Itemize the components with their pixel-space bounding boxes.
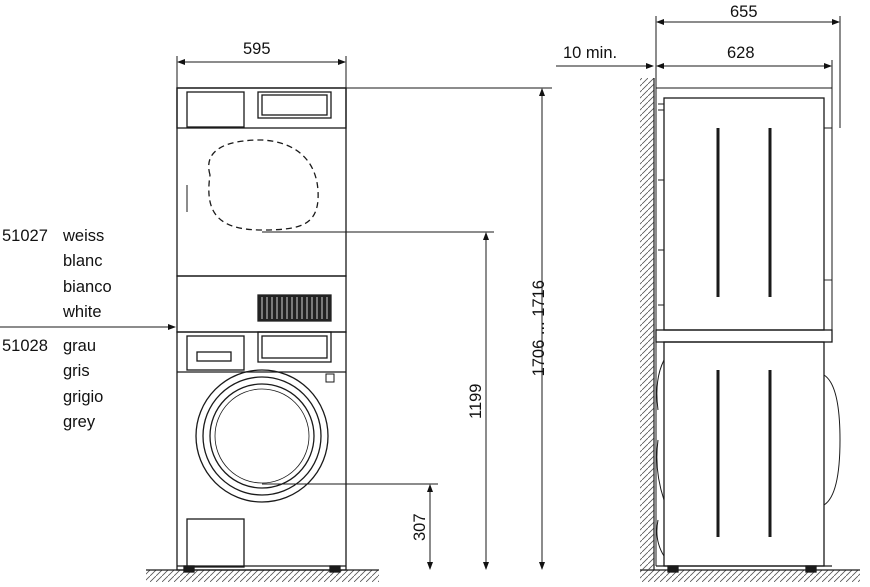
front-view — [176, 87, 347, 573]
total-depth-dimension-label: 655 — [730, 3, 758, 21]
dryer-body — [176, 87, 347, 277]
side-view — [655, 87, 841, 573]
front-dimension-lines — [0, 56, 552, 570]
dryer-side — [663, 97, 825, 331]
variant-name-grau: grau — [63, 337, 97, 355]
floor-left — [146, 569, 379, 582]
variant-code-grey: 51028 — [2, 337, 48, 355]
variant-name-weiss: weiss — [63, 227, 105, 245]
variant-name-bianco: bianco — [63, 278, 112, 296]
depth-dimension-label: 628 — [727, 44, 755, 62]
washer-door-outer — [195, 369, 329, 503]
variant-name-white: white — [63, 303, 102, 321]
upper-height-dimension-label: 1199 — [466, 383, 485, 419]
dryer-control-panel — [176, 87, 347, 129]
dryer-door-outline — [208, 139, 319, 231]
wall — [640, 78, 655, 570]
washer-door-glass — [209, 383, 315, 489]
variant-name-blanc: blanc — [63, 252, 103, 270]
variant-name-grigio: grigio — [63, 388, 104, 406]
side-dimension-lines — [556, 16, 841, 128]
washer-side — [663, 341, 825, 567]
washer-display — [257, 331, 332, 363]
dryer-display — [257, 91, 332, 119]
door-height-dimension-label: 307 — [410, 513, 429, 542]
variant-name-grey: grey — [63, 413, 96, 431]
vent-grille — [257, 294, 332, 322]
wall-clearance-label: 10 min. — [563, 44, 618, 62]
washer-filter-hatch — [186, 518, 245, 568]
variant-name-gris: gris — [63, 362, 90, 380]
total-height-dimension-label: 1706 ... 1716 — [529, 280, 548, 377]
washer-body — [176, 331, 347, 571]
variant-code-white: 51027 — [2, 227, 48, 245]
width-dimension-label: 595 — [243, 40, 271, 58]
